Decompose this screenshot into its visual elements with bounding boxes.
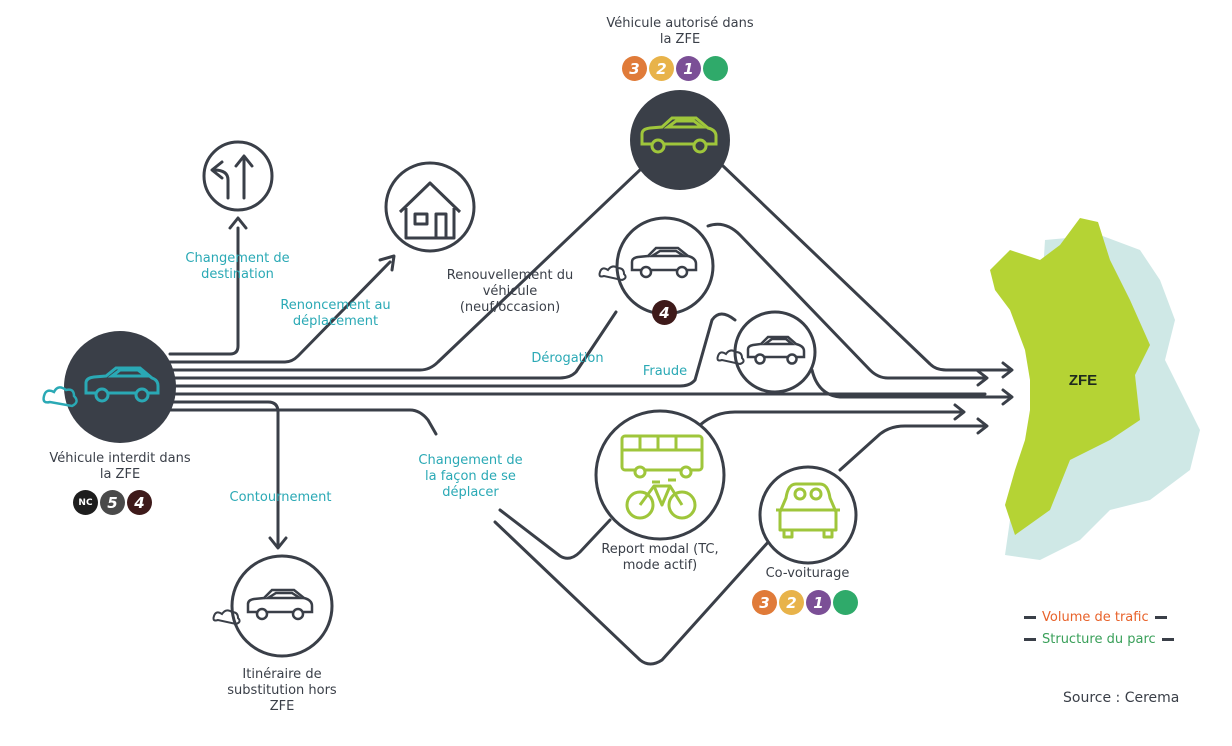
flow-covoiturage-lower xyxy=(493,520,772,666)
label-contournement: Contournement xyxy=(229,490,332,505)
derogation-smoke-icon xyxy=(598,265,627,282)
destination-icon xyxy=(210,154,254,200)
flow-contournement xyxy=(168,400,280,548)
arrow-renoncement xyxy=(378,254,396,272)
vehicule-interdit-circle xyxy=(64,331,176,443)
itineraire-car-icon xyxy=(246,588,314,621)
flow-report-modal-lower xyxy=(498,508,612,560)
flow-covoiturage-upper xyxy=(838,424,987,472)
fraude-smoke-icon xyxy=(716,349,745,366)
flow-renouvellement xyxy=(168,166,644,372)
vehicule-autorise-car-icon xyxy=(640,116,718,154)
vehicule-autorise-circle xyxy=(630,90,730,190)
flow-derogation-to-zfe xyxy=(706,222,987,380)
zfe-area xyxy=(990,218,1150,535)
label-fraude: Fraude xyxy=(642,364,688,379)
arrow-zfe-4 xyxy=(953,403,966,421)
flow-destination xyxy=(168,226,240,356)
critair-badge-2: 2 xyxy=(649,56,674,81)
critair-badge-electric-icon xyxy=(833,590,858,615)
critair-badge-3: 3 xyxy=(752,590,777,615)
arrow-zfe-1 xyxy=(1001,361,1014,379)
derogation-car-icon xyxy=(630,246,698,279)
critair-badge-electric-icon xyxy=(703,56,728,81)
legend-structure: Structure du parc xyxy=(1018,632,1180,647)
label-renoncement: Renoncement au déplacement xyxy=(280,298,391,329)
flow-autorise-to-zfe xyxy=(720,163,1012,372)
arrow-zfe-2 xyxy=(976,369,989,387)
flow-renoncement xyxy=(168,260,392,364)
bus-icon xyxy=(620,434,704,479)
arrow-up-destination xyxy=(228,216,248,230)
critair-badge-1: 1 xyxy=(676,56,701,81)
label-vehicule-interdit: Véhicule interdit dans la ZFE xyxy=(49,451,191,482)
arrow-zfe-5 xyxy=(976,417,989,435)
label-vehicule-autorise: Véhicule autorisé dans la ZFE xyxy=(606,16,754,47)
legend-volume: Volume de trafic xyxy=(1018,610,1173,625)
itineraire-circle xyxy=(230,554,334,658)
itineraire-smoke-icon xyxy=(212,609,241,626)
flow-fraude xyxy=(168,312,737,388)
flow-changement xyxy=(168,408,438,436)
vehicule-interdit-car-icon xyxy=(84,366,160,403)
label-renouvellement: Renouvellement du véhicule (neuf/occasio… xyxy=(446,268,574,315)
legend-volume-label: Volume de trafic xyxy=(1042,610,1149,625)
critair-badge-nc: NC xyxy=(73,490,98,515)
legend-dash xyxy=(1154,616,1167,619)
critair-badge-2: 2 xyxy=(779,590,804,615)
legend-structure-label: Structure du parc xyxy=(1042,632,1156,647)
covoiturage-circle xyxy=(758,465,858,565)
arrow-down-contournement xyxy=(268,536,288,550)
flow-fraude-to-zfe xyxy=(810,368,1012,399)
legend-dash xyxy=(1024,616,1036,619)
flow-lines xyxy=(168,163,1012,666)
report-modal-circle xyxy=(594,409,726,541)
carpool-car-icon xyxy=(776,482,840,539)
label-itineraire: Itinéraire de substitution hors ZFE xyxy=(227,667,337,714)
arrowheads xyxy=(228,216,1014,550)
critair-badge-4: 4 xyxy=(652,300,677,325)
label-changement-destination: Changement de destination xyxy=(185,251,290,282)
fraude-car-icon xyxy=(746,335,806,365)
zfe-label: ZFE xyxy=(1069,372,1097,389)
flow-derogation xyxy=(168,310,618,380)
label-report-modal: Report modal (TC, mode actif) xyxy=(601,542,719,573)
arrow-zfe-3 xyxy=(1001,388,1014,406)
bicycle-icon xyxy=(625,478,697,520)
label-covoiturage: Co-voiturage xyxy=(765,566,850,581)
source-credit: Source : Cerema xyxy=(1063,690,1180,706)
legend-dash xyxy=(1161,638,1174,641)
label-derogation: Dérogation xyxy=(531,351,604,366)
critair-badge-3: 3 xyxy=(622,56,647,81)
legend-dash xyxy=(1024,638,1036,641)
renoncement-circle xyxy=(384,161,476,253)
badges-derogation: 4 xyxy=(652,300,677,325)
destination-circle xyxy=(202,140,274,212)
house-icon xyxy=(398,181,462,240)
critair-badge-5: 5 xyxy=(100,490,125,515)
zfe-map xyxy=(990,218,1200,560)
critair-badge-4: 4 xyxy=(127,490,152,515)
flow-report-modal-upper xyxy=(698,410,964,427)
critair-badge-1: 1 xyxy=(806,590,831,615)
label-changement-facon: Changement de la façon de se déplacer xyxy=(418,453,523,500)
exhaust-smoke-icon xyxy=(42,386,78,408)
